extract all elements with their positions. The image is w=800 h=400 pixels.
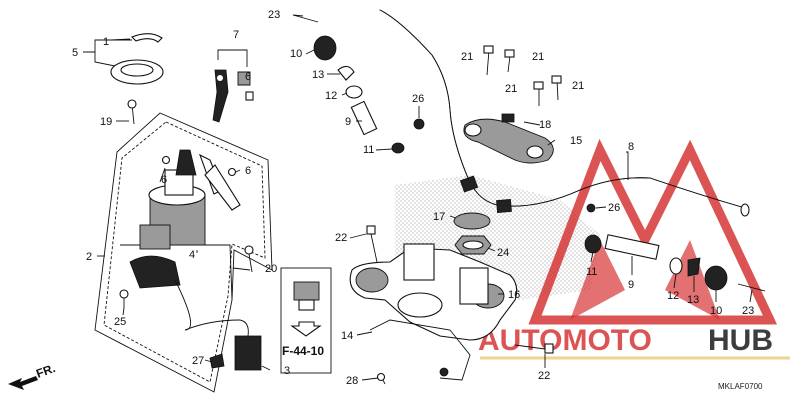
watermark-text-red: AUTOMOTO xyxy=(478,324,652,357)
callout-4: 4 xyxy=(189,249,195,261)
callout-22a: 22 xyxy=(335,232,347,244)
nut-6c xyxy=(245,91,254,101)
callout-6a: 6 xyxy=(161,174,167,186)
callout-3: 3 xyxy=(284,365,290,377)
callout-12b: 12 xyxy=(667,290,679,302)
stem-nut-24 xyxy=(454,235,492,255)
keys-group xyxy=(212,49,254,123)
ignition-switch-group: F-44-10 xyxy=(94,112,332,393)
washer-17 xyxy=(453,212,491,230)
screw-20 xyxy=(244,245,254,273)
upper-holder-group xyxy=(463,45,562,164)
rod-9a xyxy=(350,100,378,136)
callout-24: 24 xyxy=(497,247,509,259)
nut-26b xyxy=(586,203,596,213)
reference-page-label: F-44-10 xyxy=(282,344,324,358)
callout-23a: 23 xyxy=(268,9,280,21)
clip-13a xyxy=(337,65,355,81)
callout-7: 7 xyxy=(233,29,239,41)
watermark-logo: AUTOMOTO HUB xyxy=(478,138,790,360)
bolt-22a xyxy=(366,225,378,263)
callout-26a: 26 xyxy=(412,93,424,105)
screw-25 xyxy=(119,289,129,299)
callout-21c: 21 xyxy=(505,83,517,95)
callout-19: 19 xyxy=(100,116,112,128)
watermark-text-dark: HUB xyxy=(708,324,773,357)
top-bridge xyxy=(349,243,518,341)
callout-13b: 13 xyxy=(687,294,699,306)
callout-26b: 26 xyxy=(608,202,620,214)
collar-12b xyxy=(669,257,683,275)
snap-ring-1 xyxy=(131,33,163,43)
bracket-14 xyxy=(369,319,471,381)
callout-21b: 21 xyxy=(532,51,544,63)
callout-5: 5 xyxy=(72,47,78,59)
callout-27: 27 xyxy=(192,355,204,367)
lock-cover-group xyxy=(110,33,164,125)
key-cylinder xyxy=(139,149,241,250)
switch-wiring xyxy=(119,255,262,371)
callout-8: 8 xyxy=(628,141,634,153)
callout-14: 14 xyxy=(341,330,353,342)
callout-18: 18 xyxy=(539,119,551,131)
key-b xyxy=(237,71,251,86)
handlebar xyxy=(379,9,750,217)
callout-10b: 10 xyxy=(710,305,722,317)
callout-22b: 22 xyxy=(538,370,550,382)
bolt-22b xyxy=(514,343,554,354)
handlebar-end-left xyxy=(292,14,405,154)
callout-9b: 9 xyxy=(628,279,634,291)
front-direction-arrow: FR. xyxy=(8,361,57,390)
rubber-11a xyxy=(391,142,405,154)
reference-box: F-44-10 xyxy=(280,267,332,374)
callout-15: 15 xyxy=(570,135,582,147)
callout-6c: 6 xyxy=(245,71,251,83)
callout-20: 20 xyxy=(265,263,277,275)
callout-2: 2 xyxy=(86,251,92,263)
connector xyxy=(234,335,262,371)
clip-27 xyxy=(209,353,225,369)
rubber-11b xyxy=(584,234,602,254)
callout-21a: 21 xyxy=(461,51,473,63)
leader-lines xyxy=(83,14,753,381)
callout-1: 1 xyxy=(103,36,109,48)
nut-6a xyxy=(161,155,171,165)
switch-frame-inner xyxy=(103,121,266,383)
front-arrow-label: FR. xyxy=(34,361,57,381)
nut-26a xyxy=(413,118,425,130)
screw-23b xyxy=(737,283,766,292)
weight-10b xyxy=(704,265,728,291)
collar-12a xyxy=(345,85,363,99)
diagram-code: MKLAF0700 xyxy=(718,382,763,391)
callout-13a: 13 xyxy=(312,69,324,81)
callout-11b: 11 xyxy=(586,266,597,278)
callout-17: 17 xyxy=(433,211,445,223)
callout-25: 25 xyxy=(114,316,126,328)
screw-23a xyxy=(292,14,319,23)
bolts-21 xyxy=(483,45,562,106)
rod-9b xyxy=(604,234,660,260)
callout-16: 16 xyxy=(508,289,520,301)
callout-23b: 23 xyxy=(742,305,754,317)
callout-9a: 9 xyxy=(345,116,351,128)
callout-28: 28 xyxy=(346,375,358,387)
plate-18 xyxy=(501,113,515,123)
clip-13b xyxy=(687,257,701,277)
callout-11a: 11 xyxy=(363,144,374,156)
callout-12a: 12 xyxy=(325,90,337,102)
callout-6b: 6 xyxy=(245,165,251,177)
callout-10a: 10 xyxy=(290,48,302,60)
nut-6b xyxy=(227,167,237,177)
weight-10a xyxy=(313,35,337,61)
callout-numbers: 1 5 19 7 6 2 6 6 4 20 25 27 3 23 10 13 1… xyxy=(72,9,754,387)
key-a xyxy=(212,69,229,123)
callout-21d: 21 xyxy=(572,80,584,92)
